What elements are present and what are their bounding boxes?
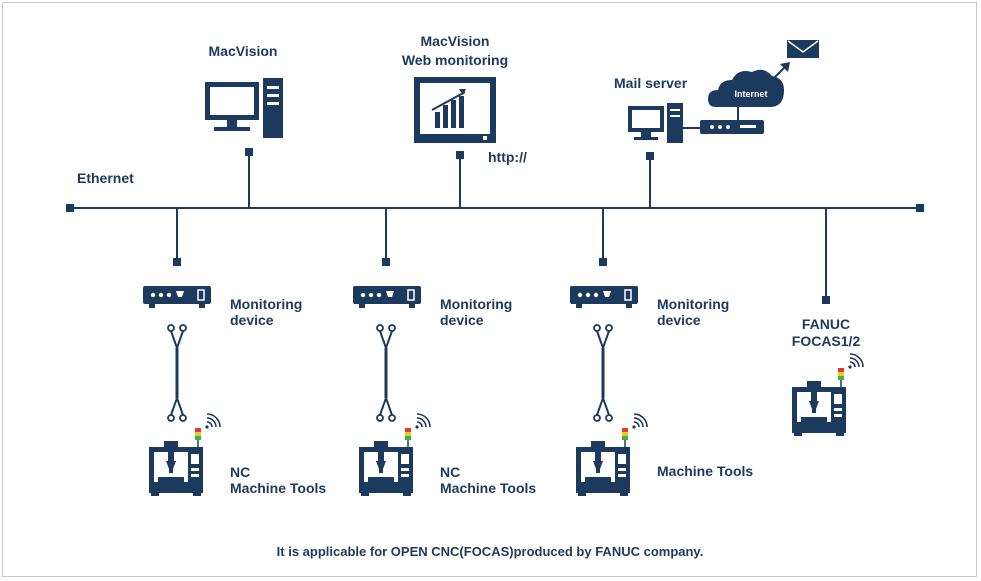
dev3-label-line2: device [657,312,701,328]
monitoring-device-3-icon [569,285,639,309]
web-label-line1: MacVision [421,33,490,49]
footer-note: It is applicable for OPEN CNC(FOCAS)prod… [277,544,704,559]
ethernet-line [66,204,924,212]
machine-tool-3-icon [575,413,648,497]
fanuc-machine-tool-icon [791,353,864,437]
macvision-label: MacVision [209,43,278,59]
router-icon [700,120,764,134]
web-label-line2: Web monitoring [402,52,508,68]
dev1-label-line2: device [230,312,274,328]
ethernet-label: Ethernet [77,170,134,186]
cable-3-icon [592,323,614,423]
web-url-label: http:// [488,149,527,165]
monitoring-device-2-icon [352,285,422,309]
fanuc-label-line2: FOCAS1/2 [792,333,861,349]
cable-2-icon [375,323,397,423]
mt1-label-line2: Machine Tools [230,480,326,496]
dev1-label-line1: Monitoring [230,296,302,312]
mt1-label-line1: NC [230,464,250,480]
web-monitor-icon [414,77,496,143]
machine-tool-1-icon [148,413,221,497]
machine-tool-2-icon [358,413,431,497]
dev2-label-line2: device [440,312,484,328]
mail-server-pc-icon [628,103,700,143]
fanuc-label-line1: FANUC [802,316,850,332]
mt3-label-line1: Machine Tools [657,463,753,479]
monitoring-device-1-icon [142,285,212,309]
envelope-icon [787,40,819,58]
macvision-pc-icon [205,78,283,138]
dev3-label-line1: Monitoring [657,296,729,312]
internet-cloud-icon [708,62,790,120]
internet-label: Internet [734,89,767,99]
mail-server-label: Mail server [614,75,688,91]
cable-1-icon [166,323,188,423]
mt2-label-line1: NC [440,464,460,480]
dev2-label-line1: Monitoring [440,296,512,312]
mt2-label-line2: Machine Tools [440,480,536,496]
